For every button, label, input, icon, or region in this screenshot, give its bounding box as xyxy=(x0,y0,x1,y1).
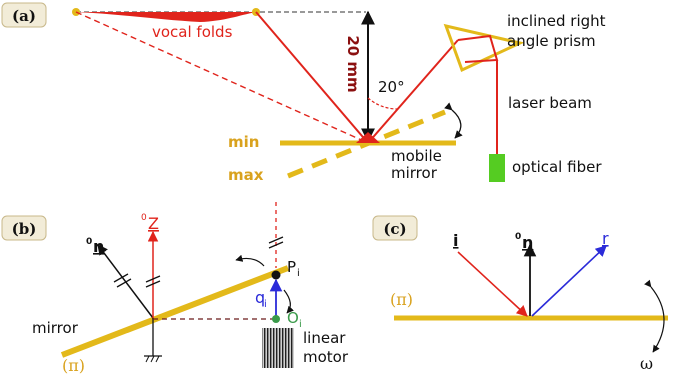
fiber-label: optical fiber xyxy=(512,158,602,176)
plane-label-b: (π) xyxy=(62,356,85,375)
prism-icon xyxy=(443,23,525,73)
v-tick-1 xyxy=(268,236,284,244)
panel-a: (a) vocal folds 20 mm 20° inclined right… xyxy=(1,2,606,184)
point-o xyxy=(272,315,280,323)
rotation-arrow-c xyxy=(644,279,665,353)
v-tick-2 xyxy=(268,241,284,249)
rotation-arrow-a xyxy=(444,102,463,139)
reflected-vector xyxy=(531,245,607,317)
mirror-label-b: mirror xyxy=(32,319,79,337)
o-label: O xyxy=(287,309,299,327)
panel-a-tag-box xyxy=(1,2,47,28)
z-tick-2 xyxy=(145,280,161,288)
motor-label-line1: linear xyxy=(303,329,346,347)
panel-b-tag: (b) xyxy=(12,220,37,238)
o-subscript: i xyxy=(299,319,302,330)
prism-label-line1: inclined right xyxy=(507,12,606,30)
max-label: max xyxy=(228,166,264,184)
plane-label-c: (π) xyxy=(390,290,413,309)
vocal-folds-label: vocal folds xyxy=(152,23,233,41)
omega-label: ω xyxy=(640,354,653,373)
panel-a-tag: (a) xyxy=(12,7,36,25)
normal-superscript-b: 0 xyxy=(86,237,92,247)
z-superscript: 0 xyxy=(141,213,147,223)
incident-label: i xyxy=(453,231,458,250)
normal-label-b: n xyxy=(93,237,104,256)
ground-hatch-1 xyxy=(145,355,150,363)
ground-hatch-2 xyxy=(150,355,155,363)
p-label: P xyxy=(287,258,296,276)
angle-label: 20° xyxy=(378,78,405,96)
q-subscript: i xyxy=(264,299,267,310)
p-subscript: i xyxy=(297,268,300,279)
mobile-mirror-label-line2: mirror xyxy=(391,164,438,182)
panel-b-tag-box xyxy=(1,215,47,241)
normal-superscript-c: 0 xyxy=(515,232,521,242)
mobile-mirror-label-line1: mobile xyxy=(391,147,442,165)
q-label: q xyxy=(255,288,265,307)
rotation-arrow-b-side xyxy=(283,289,294,314)
mirror-bar-b xyxy=(60,265,290,358)
z-label: Z xyxy=(148,214,159,233)
reflected-ray xyxy=(255,11,369,144)
vocal-folds-shape xyxy=(76,12,256,22)
linear-motor-icon xyxy=(262,328,294,368)
ground-hatch-3 xyxy=(155,355,160,363)
panel-c-tag-box xyxy=(372,215,418,241)
prism-label-line2: angle prism xyxy=(507,32,596,50)
optical-fiber-icon xyxy=(489,154,505,182)
incoming-ray xyxy=(367,39,459,144)
reflected-label: r xyxy=(602,229,609,248)
normal-tick-2 xyxy=(116,278,132,288)
z-tick-1 xyxy=(145,275,161,283)
laser-label: laser beam xyxy=(508,94,592,112)
incident-vector xyxy=(457,251,528,317)
distance-label: 20 mm xyxy=(344,35,362,92)
panel-c: (c) (π) i 0 n r ω xyxy=(372,215,668,373)
panel-c-tag: (c) xyxy=(383,220,406,238)
angle-arc xyxy=(367,97,399,110)
dashed-ray xyxy=(75,11,369,144)
point-p xyxy=(271,270,281,280)
mirror-max-position xyxy=(287,109,446,179)
normal-tick-1 xyxy=(113,273,129,283)
reflection-point xyxy=(356,132,380,143)
rotation-arrow-b-top xyxy=(235,254,265,267)
normal-label-c: n xyxy=(522,233,533,252)
min-label: min xyxy=(228,133,259,151)
motor-label-line2: motor xyxy=(303,348,349,366)
panel-b: (b) 0 n 0 Z q i P i xyxy=(1,202,349,375)
prism-beam-path xyxy=(457,34,499,63)
